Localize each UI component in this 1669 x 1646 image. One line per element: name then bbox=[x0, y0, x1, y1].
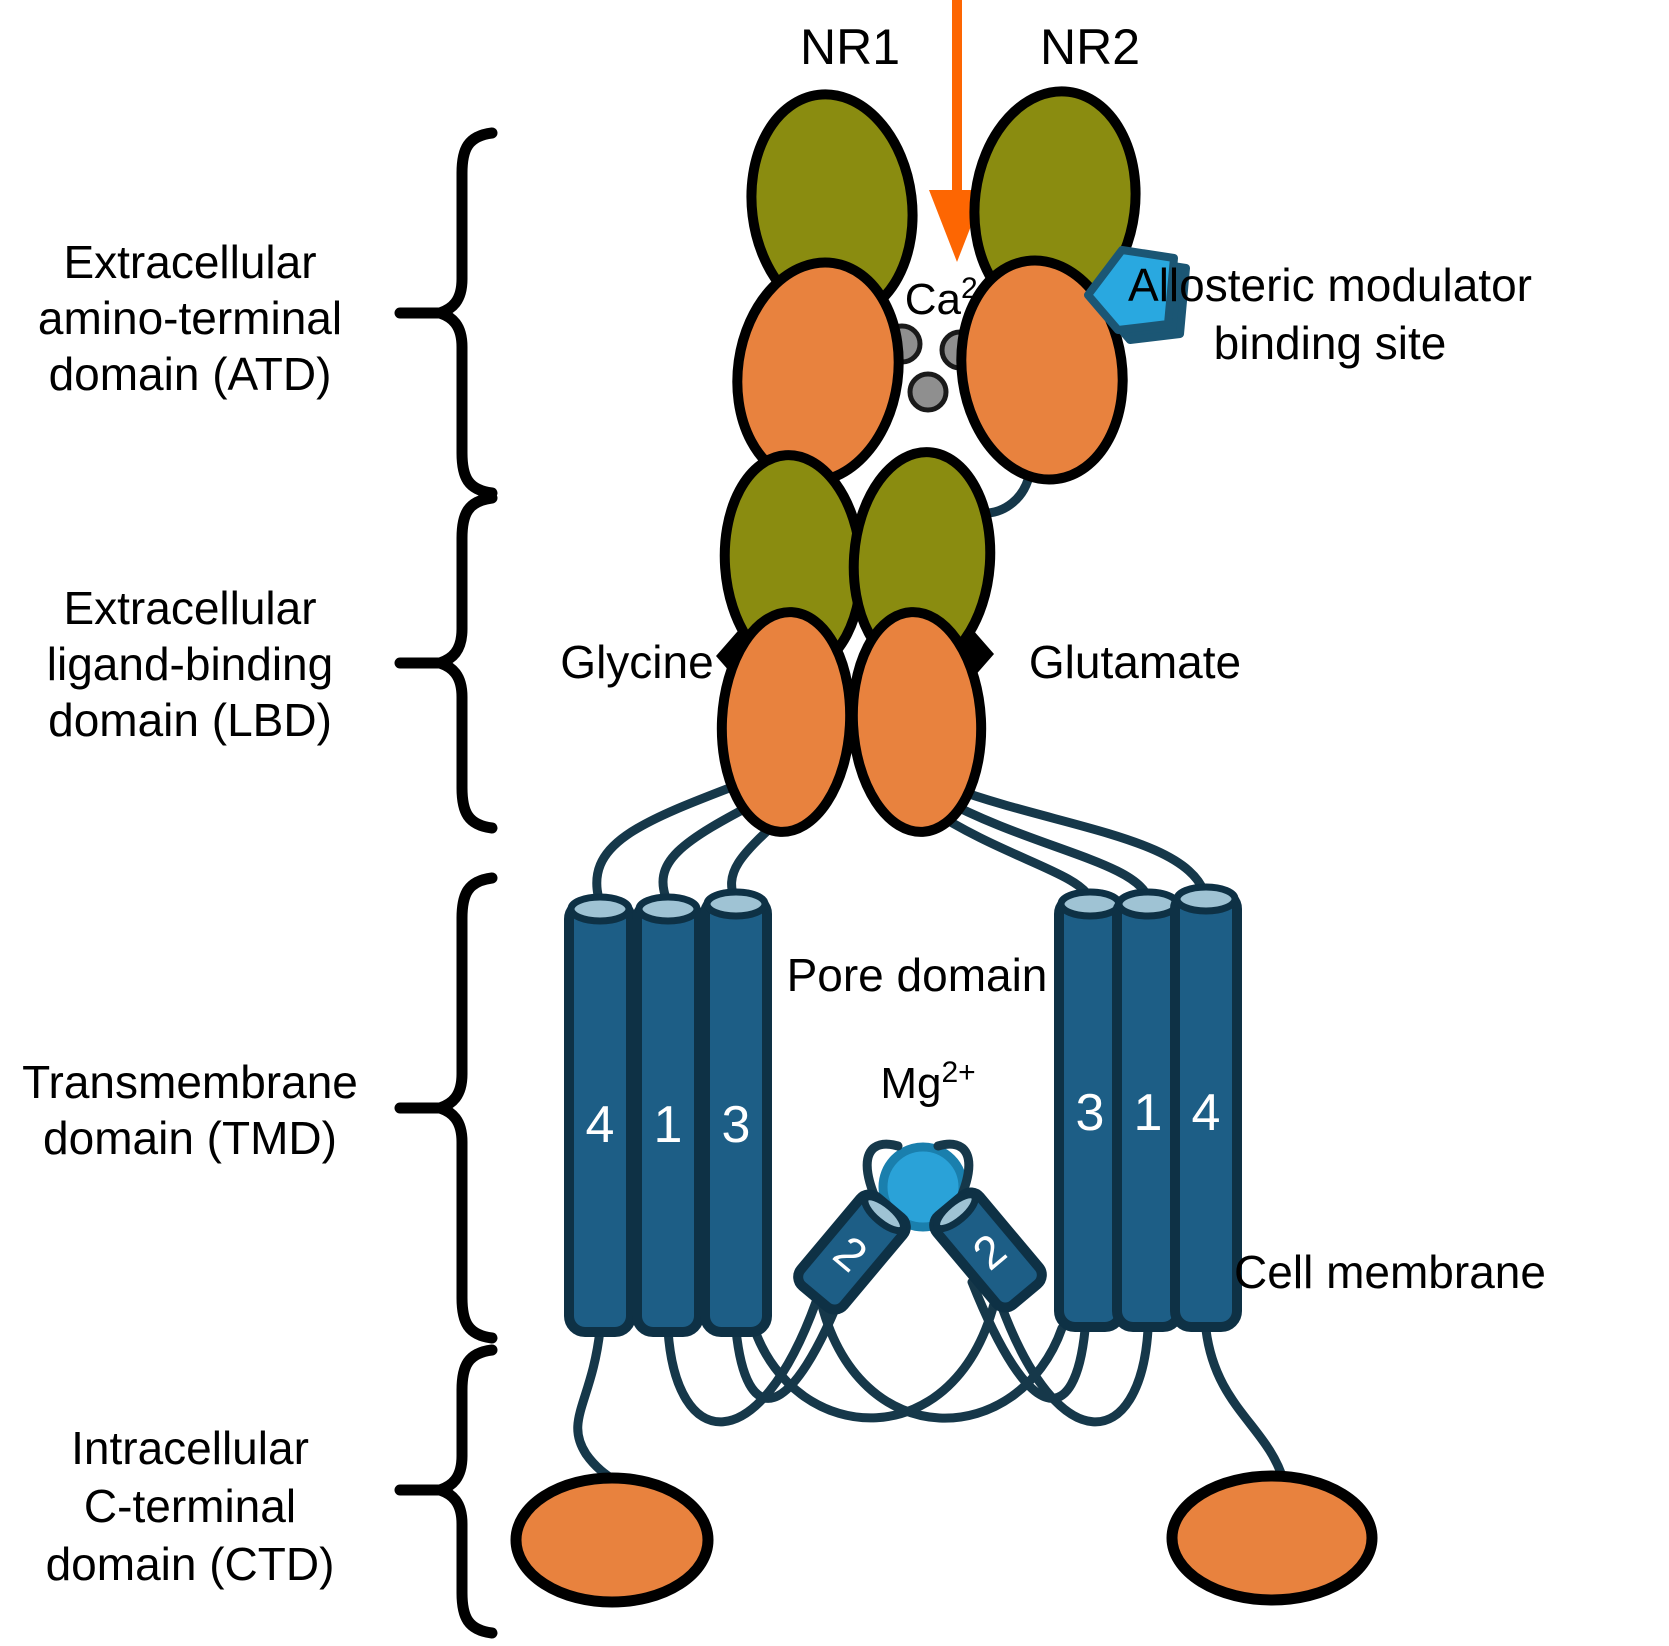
tm-helix-right-4: 4 bbox=[1170, 883, 1242, 1332]
nr2-lbd-domain bbox=[847, 447, 996, 837]
intracellular-loops bbox=[663, 1277, 1153, 1427]
ctd-label-line3: domain (CTD) bbox=[46, 1538, 335, 1590]
tm-helix-right-3-number: 3 bbox=[1076, 1084, 1105, 1142]
nr1-ctd-domain bbox=[510, 1472, 714, 1608]
tm-helix-left-1-number: 1 bbox=[654, 1096, 683, 1154]
nr1-ctd-tail bbox=[573, 1325, 627, 1491]
allosteric-modulator-icon bbox=[1084, 246, 1190, 344]
allosteric-modulator-label: Allosteric modulator binding site bbox=[1128, 259, 1532, 369]
atd-brace bbox=[394, 127, 498, 499]
glutamate-label: Glutamate bbox=[1029, 636, 1241, 688]
tm-helix-right-4-number: 4 bbox=[1192, 1084, 1221, 1142]
lbd-label-line3: domain (LBD) bbox=[48, 694, 332, 746]
lbd-domain-label: Extracellular ligand-binding domain (LBD… bbox=[47, 582, 333, 746]
nr2-ctd-domain bbox=[1166, 1470, 1378, 1606]
tm-helix-left-3-number: 3 bbox=[722, 1096, 751, 1154]
pore-helix-left-2: 2 bbox=[793, 1189, 911, 1315]
ctd-brace bbox=[394, 1344, 498, 1639]
tmd-domain-label: Transmembrane domain (TMD) bbox=[22, 1056, 358, 1164]
tm-helix-left-3: 3 bbox=[700, 888, 772, 1337]
ctd-domain-label: Intracellular C-terminal domain (CTD) bbox=[46, 1422, 335, 1590]
atd-label-line1: Extracellular bbox=[63, 236, 316, 288]
lbd-brace bbox=[394, 492, 498, 834]
magnesium-sup-text: 2+ bbox=[941, 1056, 975, 1089]
nr2-lbd-orange-lobe bbox=[847, 607, 987, 837]
pore-domain-label: Pore domain bbox=[787, 949, 1048, 1001]
tm-helix-left-4: 4 bbox=[564, 893, 636, 1337]
allosteric-label-line2: binding site bbox=[1214, 317, 1447, 369]
lbd-label-line2: ligand-binding bbox=[47, 638, 333, 690]
pore-helix-right-2: 2 bbox=[929, 1187, 1047, 1313]
tmd-label-line1: Transmembrane bbox=[22, 1056, 358, 1108]
atd-label-line3: domain (ATD) bbox=[49, 348, 332, 400]
nr1-atd-domain bbox=[732, 89, 918, 487]
tm-helix-right-1-number: 1 bbox=[1134, 1084, 1163, 1142]
calcium-base-text: Ca bbox=[905, 275, 962, 324]
nr2-ctd-tail bbox=[1201, 1325, 1289, 1487]
ctd-label-line2: C-terminal bbox=[84, 1480, 296, 1532]
atd-domain-label: Extracellular amino-terminal domain (ATD… bbox=[38, 236, 342, 400]
nr2-label: NR2 bbox=[1040, 19, 1140, 75]
nr1-label: NR1 bbox=[800, 19, 900, 75]
nr1-lbd-domain bbox=[716, 450, 867, 837]
tm-helix-right-1: 1 bbox=[1112, 888, 1184, 1332]
nr2-atd-domain bbox=[956, 86, 1141, 485]
tm-helix-left-1: 1 bbox=[632, 893, 704, 1337]
tm-helix-left-4-number: 4 bbox=[586, 1096, 615, 1154]
lbd-label-line1: Extracellular bbox=[63, 582, 316, 634]
tm-helix-right-3: 3 bbox=[1054, 888, 1126, 1332]
atd-label-line2: amino-terminal bbox=[38, 292, 342, 344]
magnesium-ion-label: Mg2+ bbox=[880, 1056, 975, 1108]
ctd-label-line1: Intracellular bbox=[71, 1422, 309, 1474]
nr2-atd-orange-lobe bbox=[956, 255, 1128, 485]
glycine-label: Glycine bbox=[560, 636, 713, 688]
tmd-brace bbox=[394, 872, 498, 1344]
allosteric-label-line1: Allosteric modulator bbox=[1128, 259, 1532, 311]
cell-membrane-label: Cell membrane bbox=[1234, 1246, 1546, 1298]
tmd-label-line2: domain (TMD) bbox=[43, 1112, 337, 1164]
magnesium-base-text: Mg bbox=[880, 1059, 941, 1108]
